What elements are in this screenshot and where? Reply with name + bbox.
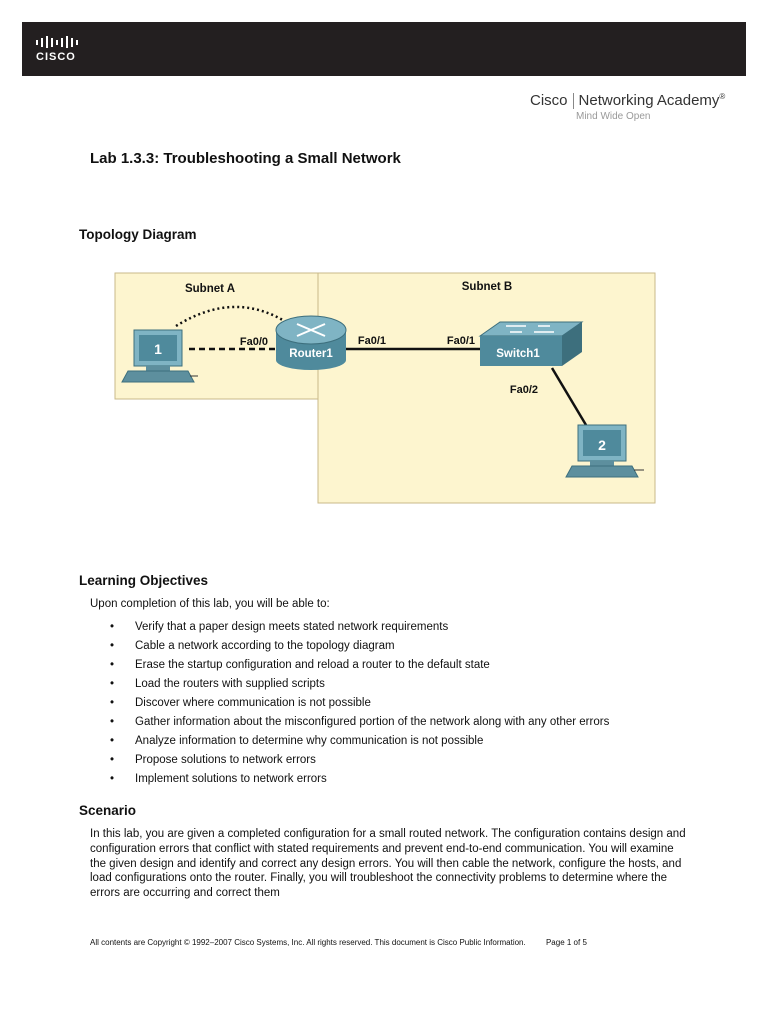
router1-label: Router1 [289, 348, 333, 360]
objective-item: Cable a network according to the topolog… [110, 639, 609, 658]
objective-item: Implement solutions to network errors [110, 772, 609, 791]
cisco-logo: CISCO [36, 36, 96, 66]
academy-tagline: Mind Wide Open [576, 111, 651, 123]
switch1-icon [478, 321, 584, 366]
header-bar: CISCO [22, 22, 746, 76]
objective-item: Discover where communication is not poss… [110, 696, 609, 715]
switch-fa01-label: Fa0/1 [447, 335, 475, 347]
host2-pc-icon [565, 424, 644, 478]
subnet-a-label: Subnet A [185, 283, 235, 295]
learning-objectives-heading: Learning Objectives [79, 573, 209, 588]
host2-label: 2 [598, 437, 606, 453]
objectives-intro: Upon completion of this lab, you will be… [90, 598, 330, 610]
cisco-logo-word: CISCO [36, 51, 76, 63]
router-fa00-label: Fa0/0 [240, 336, 268, 348]
objective-item: Analyze information to determine why com… [110, 734, 609, 753]
router-fa01-label: Fa0/1 [358, 335, 386, 347]
link-switch-host2 [550, 367, 588, 426]
host1-pc-icon [121, 329, 198, 383]
cisco-logo-bars [36, 36, 96, 48]
subnet-b-label: Subnet B [462, 281, 512, 293]
objectives-list: Verify that a paper design meets stated … [110, 620, 609, 791]
switch-fa02-label: Fa0/2 [510, 384, 538, 396]
scenario-heading: Scenario [79, 803, 137, 818]
objective-item: Propose solutions to network errors [110, 753, 609, 772]
academy-name: Networking Academy [578, 92, 720, 109]
objective-item: Erase the startup configuration and relo… [110, 658, 609, 677]
topology-diagram: 1 Router1 Switch1 2 Subnet A Subnet [114, 270, 658, 506]
console-cable [175, 305, 287, 328]
topology-heading: Topology Diagram [79, 227, 197, 242]
lab-title: Lab 1.3.3: Troubleshooting a Small Netwo… [90, 150, 401, 167]
router1-icon [275, 315, 347, 370]
objective-item: Gather information about the misconfigur… [110, 715, 609, 734]
academy-cisco: Cisco [530, 92, 568, 109]
footer-page-number: Page 1 of 5 [545, 938, 587, 947]
objective-item: Load the routers with supplied scripts [110, 677, 609, 696]
switch1-label: Switch1 [496, 348, 540, 360]
objective-item: Verify that a paper design meets stated … [110, 620, 609, 639]
host1-label: 1 [154, 341, 162, 357]
footer: All contents are Copyright © 1992–2007 C… [90, 938, 587, 947]
footer-copyright: All contents are Copyright © 1992–2007 C… [90, 938, 526, 947]
scenario-text: In this lab, you are given a completed c… [90, 828, 686, 900]
